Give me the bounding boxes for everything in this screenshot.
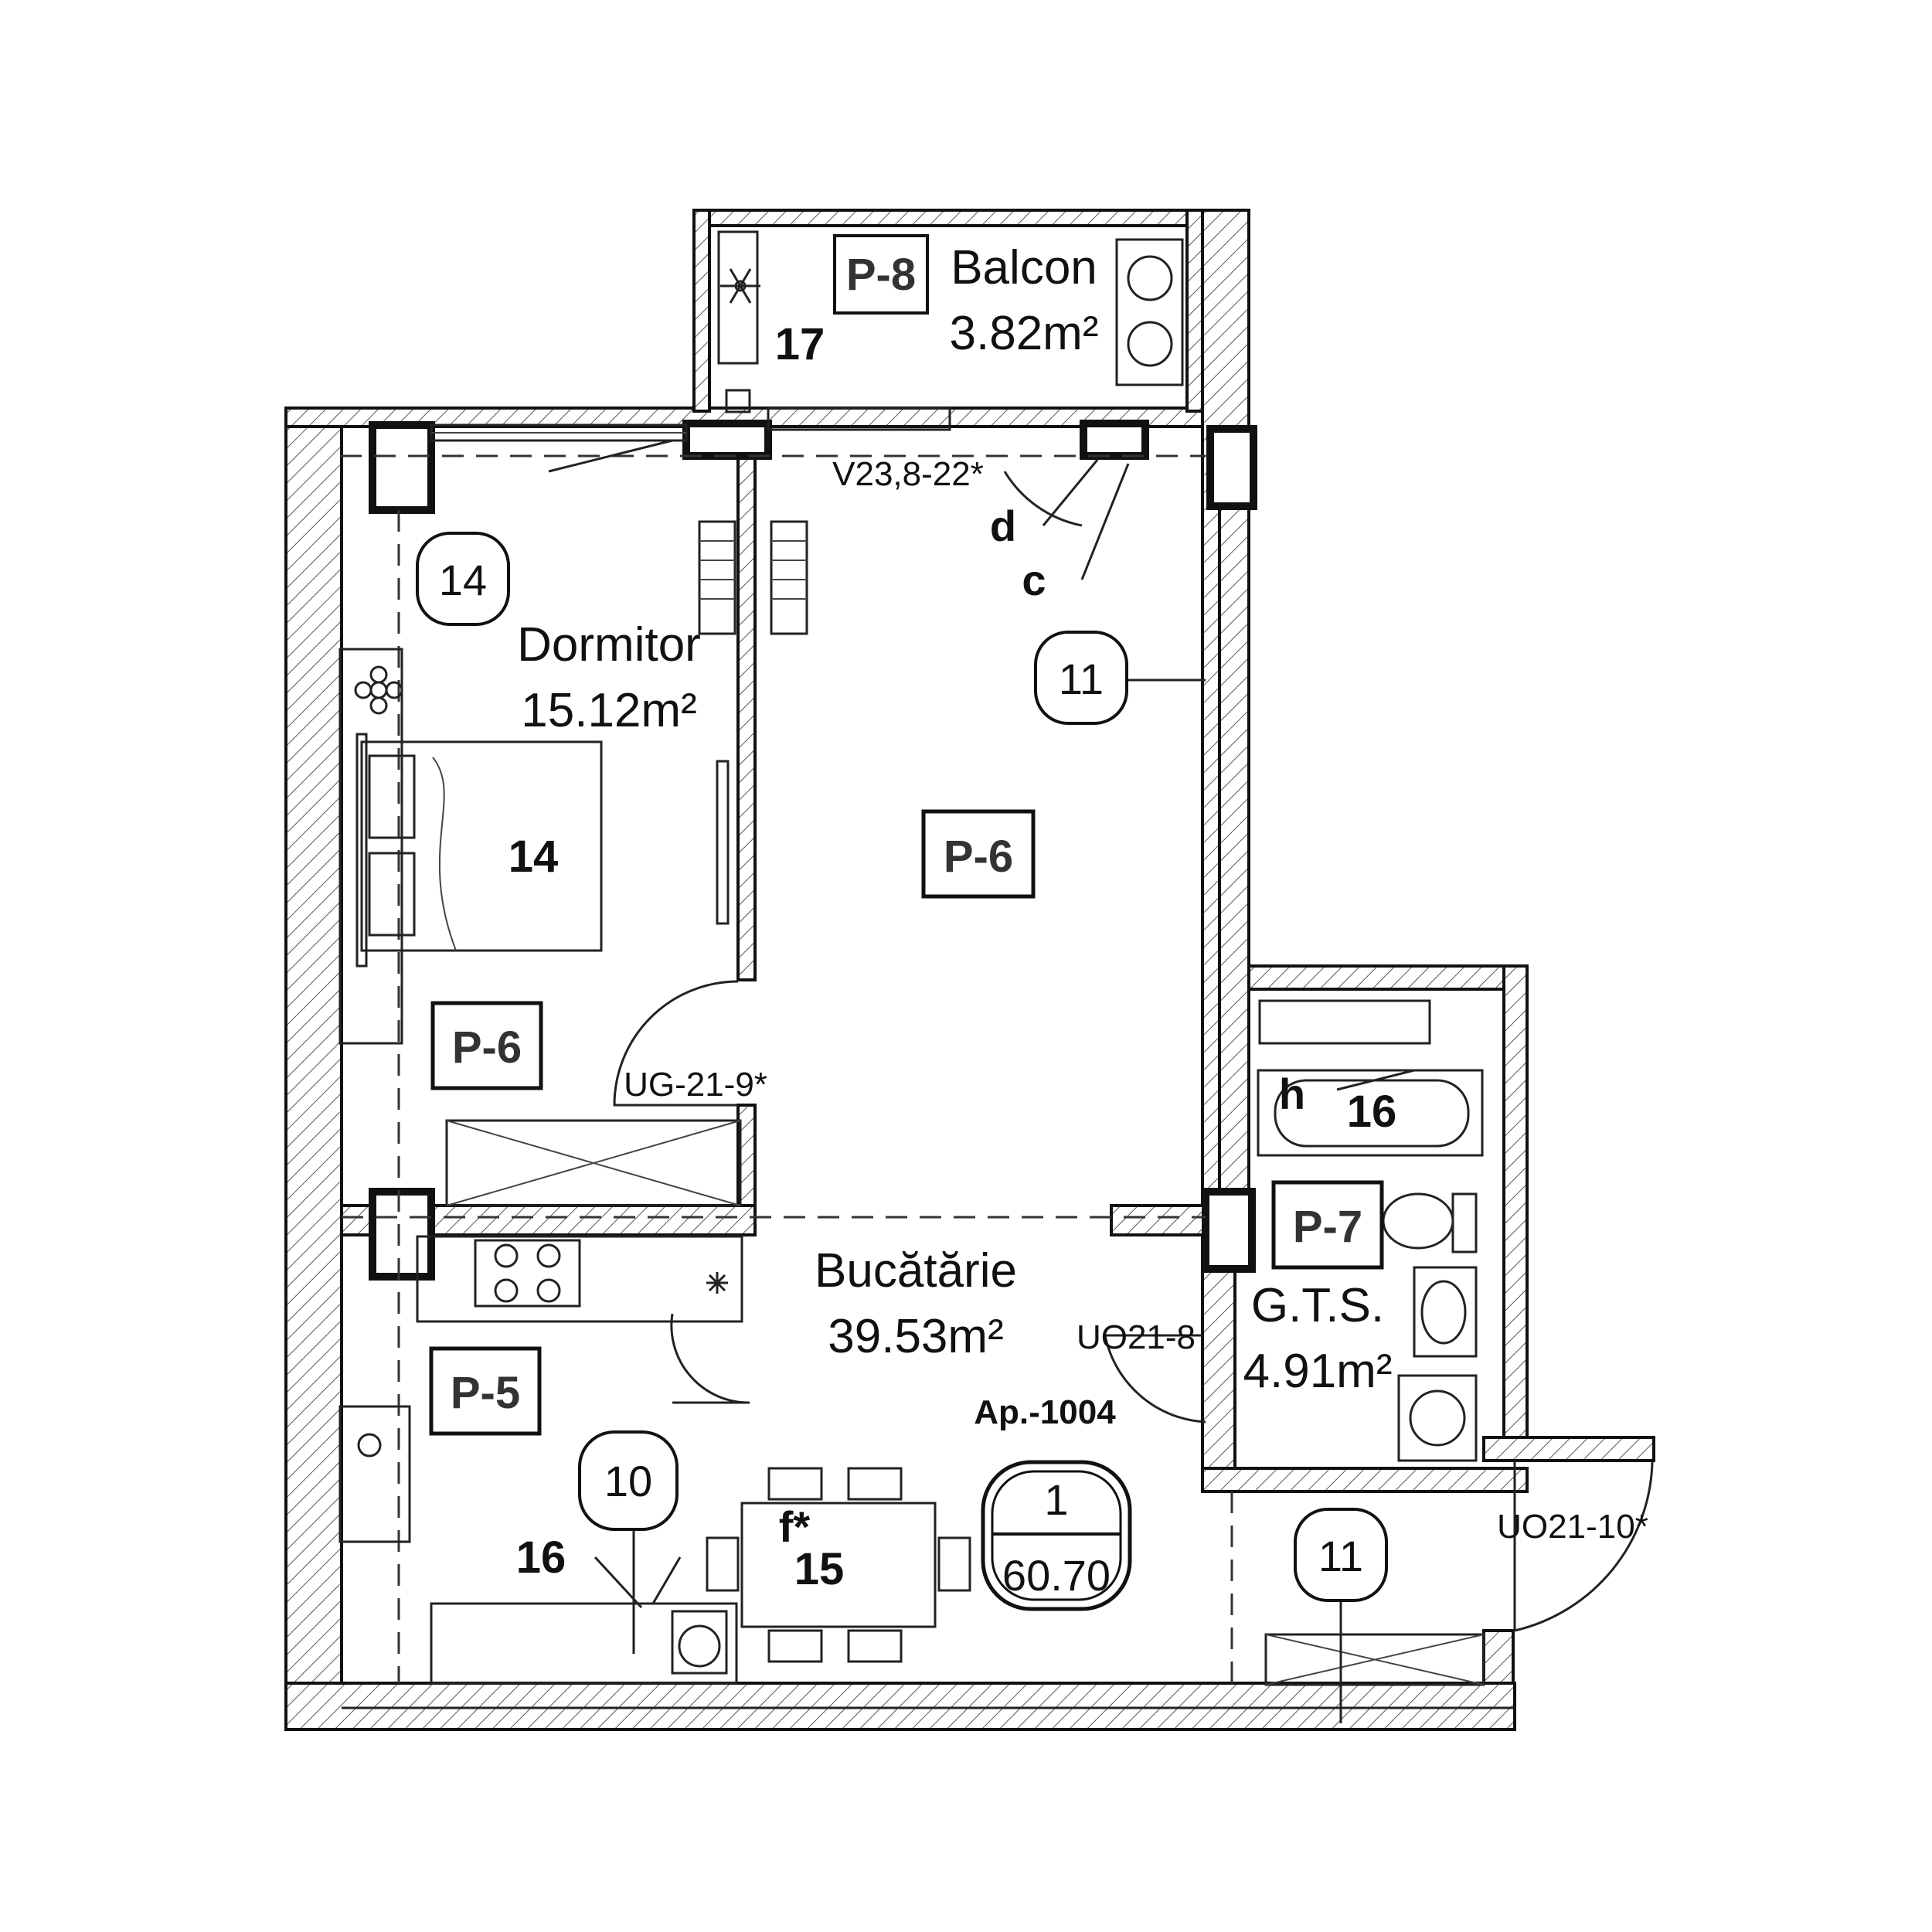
kitchen-name: Bucătărie [815, 1244, 1017, 1298]
kitchen-bubble: 10 [578, 1430, 679, 1531]
kitchen-furniture [338, 1235, 1485, 1686]
bathroom-name: G.T.S. [1251, 1279, 1384, 1332]
apartment-number: 1 [1044, 1475, 1068, 1524]
balcony-item-number: 17 [775, 319, 825, 369]
living-bubble: 11 [1034, 631, 1128, 725]
bedroom-furniture [338, 520, 808, 1207]
kitchen-code-tag: P-5 [429, 1346, 542, 1436]
bathroom-area: 4.91m² [1243, 1345, 1393, 1398]
room-boundaries [342, 510, 1233, 1683]
marker-c: c [1022, 556, 1046, 604]
living-bubble-number: 11 [1059, 655, 1104, 703]
marker-d: d [990, 502, 1016, 550]
kitchen-area: 39.53m² [828, 1310, 1003, 1363]
hall-bubble: 11 [1294, 1508, 1388, 1602]
walls [284, 209, 1655, 1731]
bedroom-code-tag: P-6 [430, 1001, 543, 1090]
leader-lines [417, 459, 1415, 1723]
flower-icon [354, 665, 403, 715]
bedroom-bubble: 14 [416, 532, 510, 626]
kitchen-item-16: 16 [516, 1532, 566, 1583]
windows [340, 406, 1206, 473]
hall-bubble-number: 11 [1318, 1532, 1363, 1580]
living-code: P-6 [944, 832, 1013, 882]
apartment-total-area: 60.70 [1002, 1551, 1111, 1600]
balcony-window-label: V23,8-22* [832, 455, 984, 493]
doors [613, 471, 1654, 1632]
bathroom-code: P-7 [1293, 1202, 1362, 1252]
bedroom-item-number: 14 [509, 832, 559, 882]
bedroom-name: Dormitor [517, 618, 701, 672]
apartment-badge: 1 60.70 [981, 1460, 1132, 1611]
apartment-label: Ap.-1004 [974, 1393, 1116, 1431]
bathroom-item-number: 16 [1347, 1087, 1397, 1137]
bedroom-bubble-number: 14 [439, 556, 487, 604]
asterisk-icon [706, 1272, 728, 1294]
kitchen-bubble-number: 10 [604, 1457, 652, 1505]
balcony-code-tag: P-8 [833, 234, 929, 315]
entry-door-label: UO21-10* [1497, 1508, 1648, 1546]
bedroom-code: P-6 [452, 1022, 522, 1073]
snowflake-icon [720, 268, 760, 304]
bedroom-area: 15.12m² [521, 684, 696, 737]
balcony-code: P-8 [846, 250, 916, 300]
balcony-area: 3.82m² [950, 307, 1099, 360]
kitchen-code: P-5 [451, 1368, 520, 1418]
bedroom-door-label: UG-21-9* [624, 1066, 767, 1104]
marker-h: h [1279, 1070, 1305, 1118]
balcony-name: Balcon [951, 241, 1097, 294]
kitchen-item-15: 15 [794, 1544, 845, 1594]
bath-door-label: UO21-8 [1077, 1318, 1196, 1356]
living-code-tag: P-6 [921, 809, 1036, 899]
bathroom-code-tag: P-7 [1271, 1180, 1384, 1270]
marker-f: f* [779, 1502, 811, 1551]
